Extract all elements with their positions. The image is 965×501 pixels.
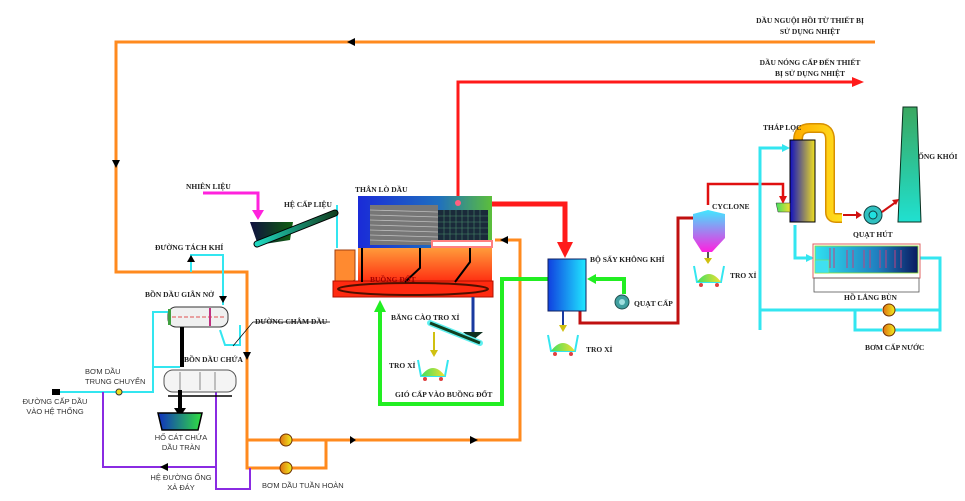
hot-oil-supply-label-2: BỊ SỬ DỤNG NHIỆT xyxy=(775,68,845,78)
cold-oil-return-label-2: SỬ DỤNG NHIỆT xyxy=(780,26,840,36)
hot-oil-supply-line xyxy=(456,77,864,205)
boiler-body-label: THÂN LÒ DẦU xyxy=(355,184,408,194)
oil-inlet-valve-icon xyxy=(52,389,60,395)
overflow-pit xyxy=(157,412,203,431)
ash-label-3: TRO XỈ xyxy=(730,270,757,280)
expansion-tank xyxy=(167,306,229,328)
filter-tower xyxy=(775,123,862,223)
flow-arrow-icon xyxy=(470,436,478,444)
fuel-line xyxy=(203,191,264,220)
boiler-body xyxy=(358,196,493,248)
fill-line-label: ĐƯỜNG CHÂM DẦU xyxy=(255,316,328,326)
cold-oil-return-label-1: DẦU NGUỘI HỒI TỪ THIẾT BỊ xyxy=(756,15,864,25)
fuel-feeder xyxy=(250,209,339,248)
degas-line-label: ĐƯỜNG TÁCH KHÍ xyxy=(155,242,223,252)
supply-fan-icon xyxy=(614,294,630,310)
water-pump-2-icon xyxy=(882,323,896,337)
ash-label-1: TRO XỈ xyxy=(389,360,416,370)
ash-label-2: TRO XỈ xyxy=(586,344,613,354)
sludge-tank xyxy=(812,243,921,293)
ash-scraper xyxy=(427,297,483,357)
leader-line xyxy=(232,321,254,347)
cyclone-label: CYCLONE xyxy=(712,202,750,211)
supply-fan-label: QUẠT CẤP xyxy=(634,298,673,308)
transfer-pump-label-2: TRUNG CHUYỂN xyxy=(85,377,145,386)
flow-arrow-icon xyxy=(587,274,596,284)
drain-line-label-2: XẢ ĐÁY xyxy=(167,483,195,492)
combustion-air-line xyxy=(378,277,626,406)
storage-tank-label: BỒN DẦU CHỨA xyxy=(184,354,243,364)
transfer-pump-label-1: BƠM DẦU xyxy=(85,366,121,376)
ash-scraper-label: BĂNG CÀO TRO XỈ xyxy=(391,312,459,322)
air-preheater xyxy=(547,258,587,332)
sludge-tank-label: HỒ LẮNG BÙN xyxy=(844,292,898,302)
chimney-label: ỐNG KHÓI xyxy=(918,151,957,161)
induced-fan-icon xyxy=(863,199,899,225)
ash-cart-icon xyxy=(693,265,725,287)
oil-supply-label-2: VÀO HỆ THỐNG xyxy=(26,406,84,416)
feeder-label: HỆ CẤP LIỆU xyxy=(284,199,333,209)
flow-arrow-icon xyxy=(500,236,508,244)
water-pump-1-icon xyxy=(882,303,896,317)
circulation-pump-2-icon xyxy=(279,461,293,475)
induced-fan-label: QUẠT HÚT xyxy=(853,229,893,239)
hot-oil-supply-label-1: DẦU NÓNG CẤP ĐẾN THIẾT xyxy=(760,57,861,67)
chimney xyxy=(897,106,922,223)
overflow-pit-label-1: HỐ CÁT CHỨA xyxy=(155,432,208,442)
flow-arrow-icon xyxy=(347,38,355,46)
overflow-pit-label-2: DẦU TRÀN xyxy=(162,442,200,452)
combustion-air-label: GIÓ CẤP VÀO BUỒNG ĐỐT xyxy=(395,389,492,399)
cyclone xyxy=(693,210,725,264)
filter-tower-label: THÁP LỌC xyxy=(763,122,802,132)
expansion-tank-label: BỒN DẦU GIÃN NỞ xyxy=(145,289,214,299)
transfer-pump-icon xyxy=(115,388,123,396)
storage-tank xyxy=(163,369,237,397)
circulation-pump-1-icon xyxy=(279,433,293,447)
flow-arrow-icon xyxy=(112,160,120,168)
air-preheater-label: BỘ SẤY KHÔNG KHÍ xyxy=(590,254,665,264)
oil-supply-label-1: ĐƯỜNG CẤP DẦU xyxy=(23,396,88,406)
circulation-pump-label: BƠM DẦU TUẦN HOÀN xyxy=(262,480,344,490)
ash-cart-icon xyxy=(547,334,579,356)
fuel-label: NHIÊN LIỆU xyxy=(186,181,231,191)
combustion-chamber xyxy=(332,248,494,298)
flow-arrow-icon xyxy=(243,352,251,360)
ash-cart-icon xyxy=(417,359,449,381)
water-pump-label: BƠM CẤP NƯỚC xyxy=(865,342,924,352)
flue-gas-line xyxy=(492,182,787,325)
water-line xyxy=(758,146,942,332)
flow-arrow-icon xyxy=(350,436,356,444)
combustion-chamber-label: BUỒNG ĐỐT xyxy=(370,274,416,284)
drain-line xyxy=(102,387,251,490)
drain-line-label-1: HỆ ĐƯỜNG ỐNG xyxy=(150,472,211,482)
flow-arrow-icon xyxy=(374,300,386,312)
